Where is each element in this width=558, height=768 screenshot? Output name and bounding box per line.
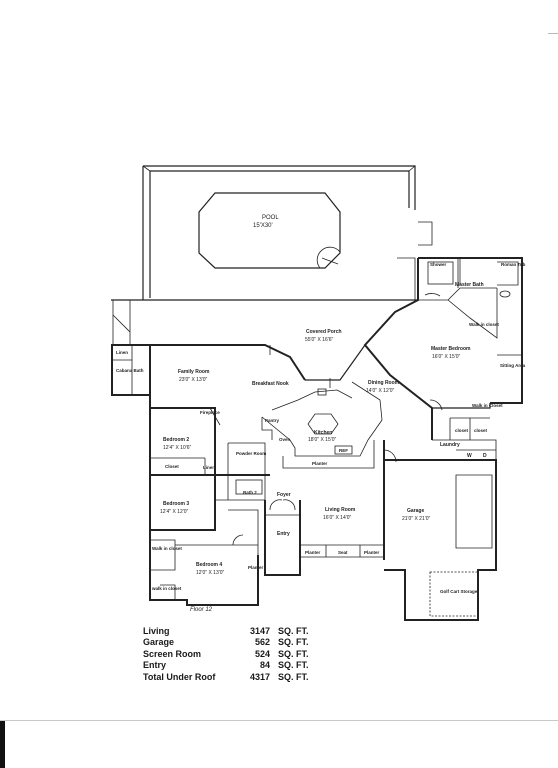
dining-room-size: 14'0" X 12'0" [366,388,394,394]
cabana-bath-label: Cabana Bath [116,368,144,373]
stat-row-living: Living 3147 SQ. FT. [143,626,318,637]
seat-label: Seat [338,550,348,555]
page-divider [0,720,558,721]
bedrooms-3-4: Bedroom 3 12'4" X 12'0" Walk in closet B… [149,475,264,613]
entry-label: Entry [277,531,290,537]
sitting-area-label: Sitting Area [500,363,526,368]
stat-unit: SQ. FT. [278,648,309,659]
pantry-label: Pantry [265,418,280,423]
garage: Garage 21'0" X 21'0" Golf Cart Storage [384,459,497,621]
breakfast-nook-label: Breakfast Nook [252,381,289,387]
stat-name: Total Under Roof [143,671,216,682]
scan-edge-bar [0,721,5,768]
living-foyer: Foyer Living Room 16'0" X 14'0" Entry Pl… [264,440,397,576]
kitchen-name: Kitchen [314,430,332,436]
bedroom2-size: 12'4" X 10'6" [163,445,191,451]
stat-name: Living [143,626,170,636]
laundry-closets: Walk in Closet closet closet Laundry W D [429,399,503,461]
oven-label: Oven [279,437,291,442]
fireplace-label: Fireplace [200,410,220,415]
bedroom-wing: Fireplace Bedroom 2 12'4" X 10'6" Closet… [150,407,270,501]
stat-row-entry: Entry 84 SQ. FT. [143,660,318,671]
pool-name: POOL [262,215,279,221]
stat-value: 3147 [249,626,270,636]
kitchen-area: Pantry Oven Kitchen 18'0" X 15'0" REF Pl… [261,344,400,469]
garage-name: Garage [407,508,424,514]
garage-size: 21'0" X 21'0" [402,516,430,522]
bedroom4-name: Bedroom 4 [196,562,222,568]
pool-size: 15'X30' [253,223,273,229]
walk-in-closet-master-label: Walk in closet [469,322,499,327]
bath2-label: Bath 2 [243,490,257,495]
family-room-wing: Linen Cabana Bath Family Room 23'0" X 13… [111,344,306,570]
stat-value: 84 [259,660,270,671]
walk-in-closet-hall-label: Walk in Closet [472,403,503,408]
powder-room-label: Powder Room [236,451,266,456]
stat-unit: SQ. FT. [278,671,309,682]
closet-a-label: closet [455,428,469,433]
stat-unit: SQ. FT. [278,637,309,648]
stat-row-garage: Garage 562 SQ. FT. [143,637,318,648]
refrigerator-label: REF [339,448,348,453]
stat-unit: SQ. FT. [278,660,309,671]
family-room-size: 23'0" X 13'0" [179,377,207,383]
master-bedroom-size: 16'0" X 15'0" [432,354,460,360]
planter-b-label: Planter [364,550,380,555]
covered-porch: Covered Porch 55'0" X 16'6" [111,299,418,345]
dining-room-name: Dining Room [368,380,400,386]
kitchen-size: 18'0" X 15'0" [308,437,336,443]
planter-a-label: Planter [305,550,321,555]
bedroom4-size: 12'0" X 13'0" [196,570,224,576]
stat-value: 4317 [249,671,270,682]
stat-value: 524 [254,648,270,659]
stat-row-screen-room: Screen Room 524 SQ. FT. [143,649,318,660]
master-bedroom-name: Master Bedroom [431,346,471,352]
linen-mid-label: Linen [203,465,215,470]
master-bath-label: Master Bath [455,282,484,288]
shower-label: Shower [430,262,447,267]
closet-b2-label: Closet [165,464,179,469]
washer-label: W [467,453,472,459]
living-room-size: 16'0" X 14'0" [323,515,351,521]
golf-cart-label: Golf Cart Storage [440,589,478,594]
covered-porch-name: Covered Porch [306,329,342,335]
living-room-name: Living Room [325,507,356,513]
stat-value: 562 [254,637,270,648]
walk-in-closet-b3-label: Walk in closet [152,546,182,551]
roman-tub-label: Roman Tub [501,262,526,267]
square-footage-table: Living 3147 SQ. FT. Garage 562 SQ. FT. S… [143,626,318,683]
stat-name: Entry [143,660,167,671]
pool: POOL 15'X30' [198,192,341,269]
family-room-name: Family Room [178,369,210,375]
walk-in-closet-b4-label: walk in closet [151,586,182,591]
foyer-label: Foyer [277,492,291,498]
linen-top-label: Linen [116,350,128,355]
pool-enclosure [142,165,433,300]
bedroom2-name: Bedroom 2 [163,437,189,443]
bedroom3-name: Bedroom 3 [163,501,189,507]
stat-name: Garage [143,637,175,648]
bedroom3-size: 12'4" X 12'0" [160,509,188,515]
dryer-label: D [483,453,487,459]
master-suite: Shower Roman Tub Master Bath Walk in clo… [363,257,526,440]
stat-row-total: Total Under Roof 4317 SQ. FT. [143,672,318,683]
closet-b-label: closet [474,428,488,433]
laundry-label: Laundry [440,442,460,448]
handwritten-note: Floor 12 [190,607,213,613]
porch-screen-markers [269,345,331,388]
stat-name: Screen Room [143,648,202,659]
covered-porch-size: 55'0" X 16'6" [305,337,333,343]
planter-kitchen-label: Planter [312,461,328,466]
stat-unit: SQ. FT. [278,626,309,636]
scan-artifact [548,33,558,34]
planter-b4-label: Planter [248,565,264,570]
